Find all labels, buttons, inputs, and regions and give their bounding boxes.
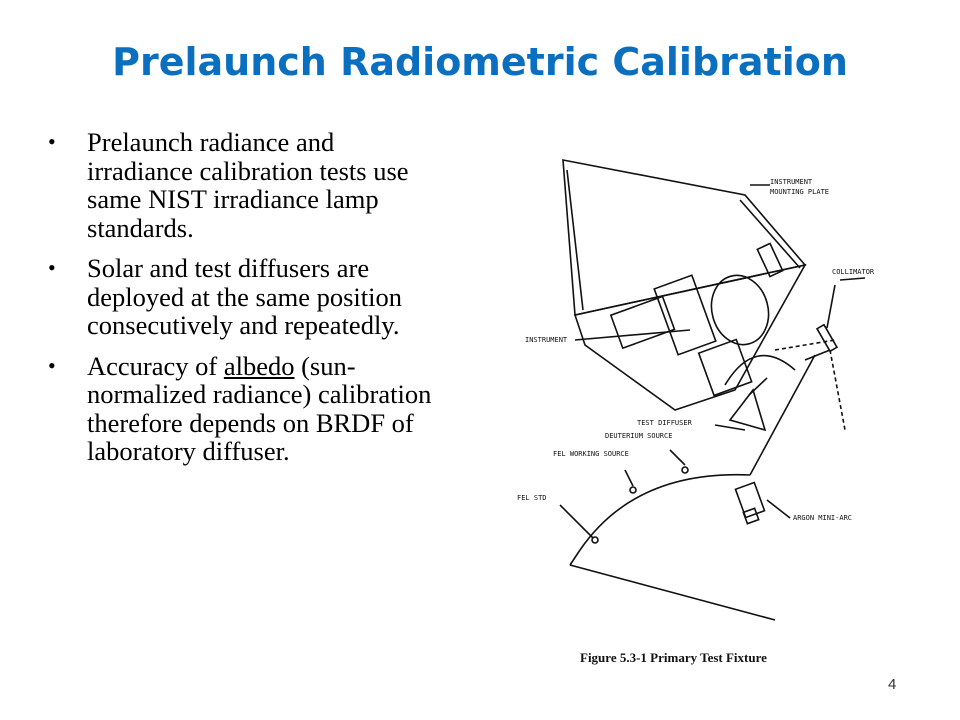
label-collimator: COLLIMATOR <box>832 268 875 276</box>
bullet-text-after: (sun-normalized radiance) calibration th… <box>87 350 432 466</box>
label-instrument: INSTRUMENT <box>525 336 568 344</box>
label-test-diffuser: TEST DIFFUSER <box>637 419 693 427</box>
albedo-term: albedo <box>223 350 295 381</box>
test-fixture-figure: INSTRUMENT MOUNTING PLATE COLLIMATOR INS… <box>505 140 905 680</box>
bullet-icon: • <box>48 255 56 280</box>
bullet-item: • Prelaunch radiance and irradiance cali… <box>48 128 438 242</box>
test-diffuser-shape <box>728 388 767 432</box>
fel-std-source <box>591 536 599 544</box>
fel-working-source <box>629 486 637 494</box>
deuterium-source <box>681 466 689 474</box>
bullet-icon: • <box>48 129 56 154</box>
label-argon: ARGON MINI-ARC <box>793 514 852 522</box>
source-arc <box>579 473 751 551</box>
label-deuterium: DEUTERIUM SOURCE <box>605 432 672 440</box>
bullet-list: • Prelaunch radiance and irradiance cali… <box>48 128 438 478</box>
bullet-text-before: Accuracy of <box>87 350 224 381</box>
label-fel-std: FEL STD <box>517 494 547 502</box>
label-mounting-plate-2: MOUNTING PLATE <box>770 188 829 196</box>
bullet-item: • Accuracy of albedo (sun-normalized rad… <box>48 350 438 466</box>
slide-title: Prelaunch Radiometric Calibration <box>112 40 848 84</box>
test-fixture-diagram: INSTRUMENT MOUNTING PLATE COLLIMATOR INS… <box>517 159 875 665</box>
figure-caption: Figure 5.3-1 Primary Test Fixture <box>580 650 767 665</box>
label-fel-working: FEL WORKING SOURCE <box>553 450 629 458</box>
argon-source-shape <box>734 481 766 519</box>
bullet-item: • Solar and test diffusers are deployed … <box>48 254 438 340</box>
page-number: 4 <box>888 676 897 693</box>
bullet-text: Solar and test diffusers are deployed at… <box>87 253 402 340</box>
collimator-shape <box>815 323 839 353</box>
label-mounting-plate-1: INSTRUMENT <box>770 178 813 186</box>
bullet-text: Prelaunch radiance and irradiance calibr… <box>87 127 409 243</box>
bullet-icon: • <box>48 352 56 378</box>
